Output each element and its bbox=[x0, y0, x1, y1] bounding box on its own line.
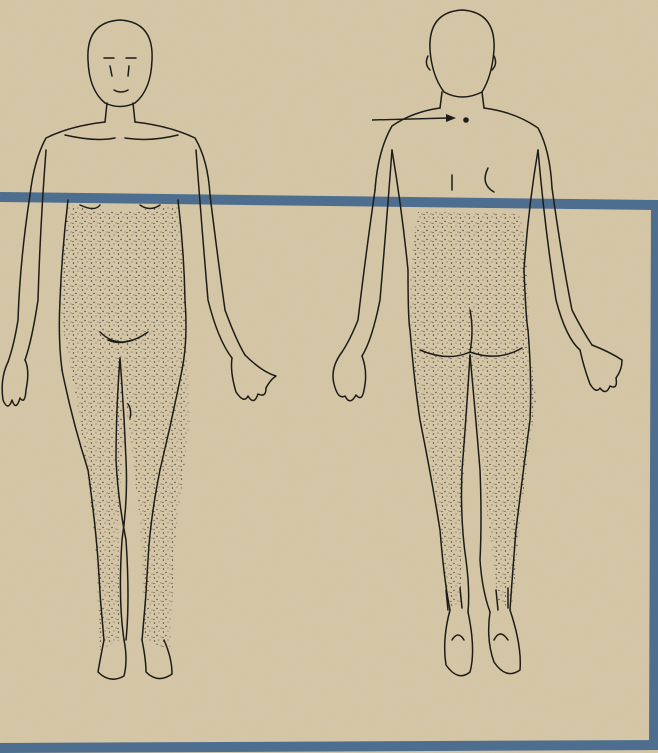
marker-dot bbox=[463, 117, 469, 123]
posterior-stipple-back bbox=[410, 212, 529, 355]
